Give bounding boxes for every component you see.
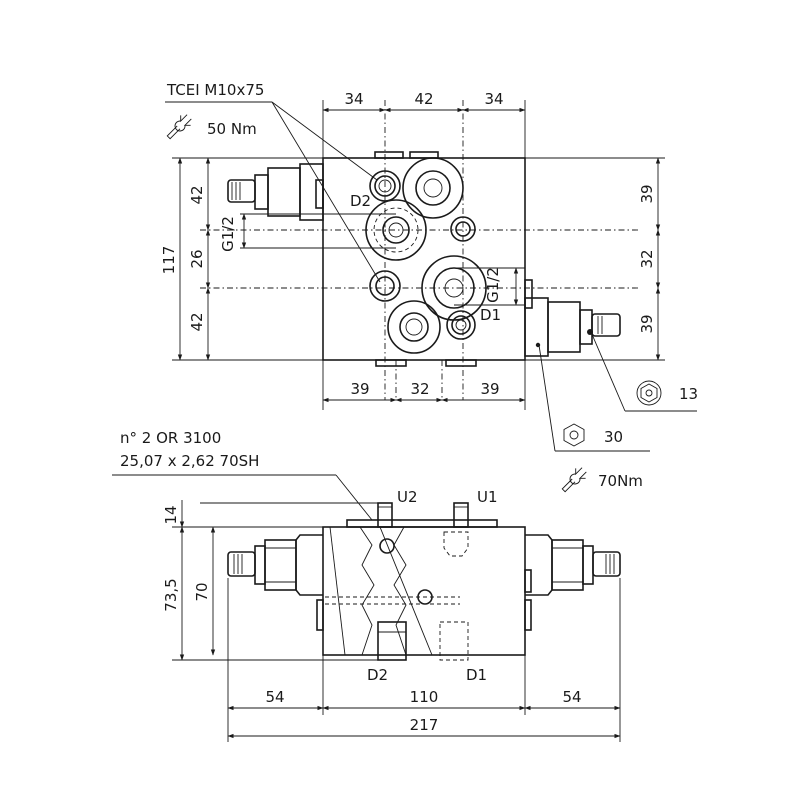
port-d1-front-label: D1 [466,666,487,684]
bore-d1 [446,310,476,340]
port-g-right: G1/2 [484,267,502,303]
oring-line-2: 25,07 x 2,62 70SH [120,452,259,470]
hex-nut-icon [563,423,585,447]
right-fitting-top [524,297,621,357]
bore-d2-screw [369,170,401,202]
dim-top-1: 34 [344,90,363,108]
port-d1-label: D1 [480,306,501,324]
port-u1-label: U1 [477,488,498,506]
dim-14: 14 [162,505,180,524]
dim-left-total: 117 [160,246,178,275]
screw-label: TCEI M10x75 [166,81,264,99]
hex-nut-icon [636,380,662,406]
dim-bottom-2: 32 [410,380,429,398]
bore-screw-right-top [450,216,476,242]
wrench-icon [561,467,587,493]
dim-left-1: 42 [188,185,206,204]
dim-110: 110 [410,688,439,706]
dim-54-right: 54 [562,688,581,706]
dim-217: 217 [410,716,439,734]
port-u2-label: U2 [397,488,418,506]
port-d2-label: D2 [350,192,371,210]
dim-right-2: 32 [638,249,656,268]
dim-70: 70 [193,582,211,601]
hex-13-label: 13 [679,385,698,403]
front-view: n° 2 OR 3100 25,07 x 2,62 70SH [112,429,621,742]
dim-top-3: 34 [484,90,503,108]
dim-bottom-3: 39 [480,380,499,398]
port-d2-front-label: D2 [367,666,388,684]
dim-left-3: 42 [188,312,206,331]
bore-large-top [402,157,464,219]
dim-left-2: 26 [188,249,206,268]
bore-screw-left-bottom [369,270,401,302]
dim-top-2: 42 [414,90,433,108]
torque-50: 50 Nm [207,120,257,138]
left-fitting-top [227,163,324,221]
dim-right-3: 39 [638,314,656,333]
oring-line-1: n° 2 OR 3100 [120,429,221,447]
wrench-icon [166,114,192,140]
bore-large-bottom [387,300,441,354]
left-cartridge-front [227,534,323,596]
right-cartridge-front [525,534,621,596]
dim-73-5: 73,5 [162,578,180,611]
dim-54-left: 54 [265,688,284,706]
hex-30-label: 30 [604,428,623,446]
bore-g-left [365,199,427,261]
port-g-left: G1/2 [219,216,237,252]
dim-right-1: 39 [638,184,656,203]
torque-70: 70Nm [598,472,643,490]
dim-bottom-1: 39 [350,380,369,398]
top-view: 34 42 34 39 32 39 117 42 26 42 G1/2 3 [160,81,698,493]
